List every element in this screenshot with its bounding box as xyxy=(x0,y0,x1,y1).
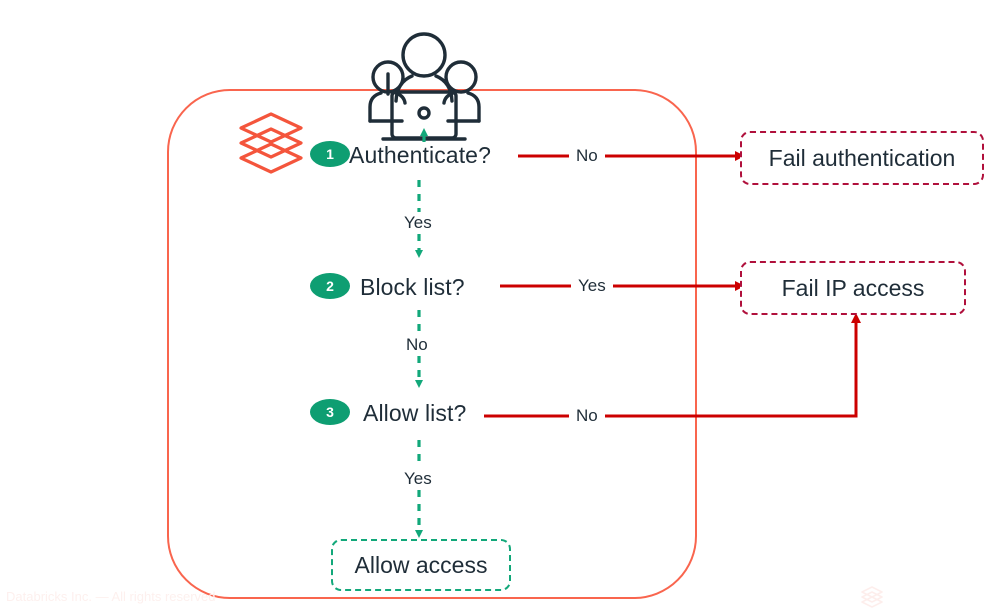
step-badge-3 xyxy=(310,399,350,425)
databricks-logo-icon xyxy=(861,586,883,608)
step-badge-1-label: 1 xyxy=(326,146,334,162)
edge-label-blocklist-no: No xyxy=(399,335,435,355)
terminal-allow-access[interactable]: Allow access xyxy=(331,539,511,591)
decision-authenticate[interactable]: Authenticate? xyxy=(349,142,491,168)
edge-label-blocklist-yes: Yes xyxy=(571,276,613,296)
decision-block-list[interactable]: Block list? xyxy=(360,274,465,300)
edge-label-allowlist-no: No xyxy=(569,406,605,426)
edge-label-authenticate-yes: Yes xyxy=(397,213,439,233)
watermark-copyright: Databricks Inc. — All rights reserved xyxy=(6,589,216,604)
edge-label-authenticate-no: No xyxy=(569,146,605,166)
layers-stack-icon xyxy=(239,112,303,174)
step-badge-2-label: 2 xyxy=(326,278,334,294)
step-badge-1 xyxy=(310,141,350,167)
workspace-boundary-rect xyxy=(167,89,697,599)
edge-label-allowlist-yes: Yes xyxy=(397,469,439,489)
step-badge-3-label: 3 xyxy=(326,404,334,420)
users-team-computer-icon xyxy=(368,32,481,141)
edge-allowlist-no-to-fail-ip xyxy=(484,313,861,418)
terminal-fail-authentication[interactable]: Fail authentication xyxy=(740,131,984,185)
terminal-fail-ip-access[interactable]: Fail IP access xyxy=(740,261,966,315)
step-badge-2 xyxy=(310,273,350,299)
decision-allow-list[interactable]: Allow list? xyxy=(363,400,467,426)
